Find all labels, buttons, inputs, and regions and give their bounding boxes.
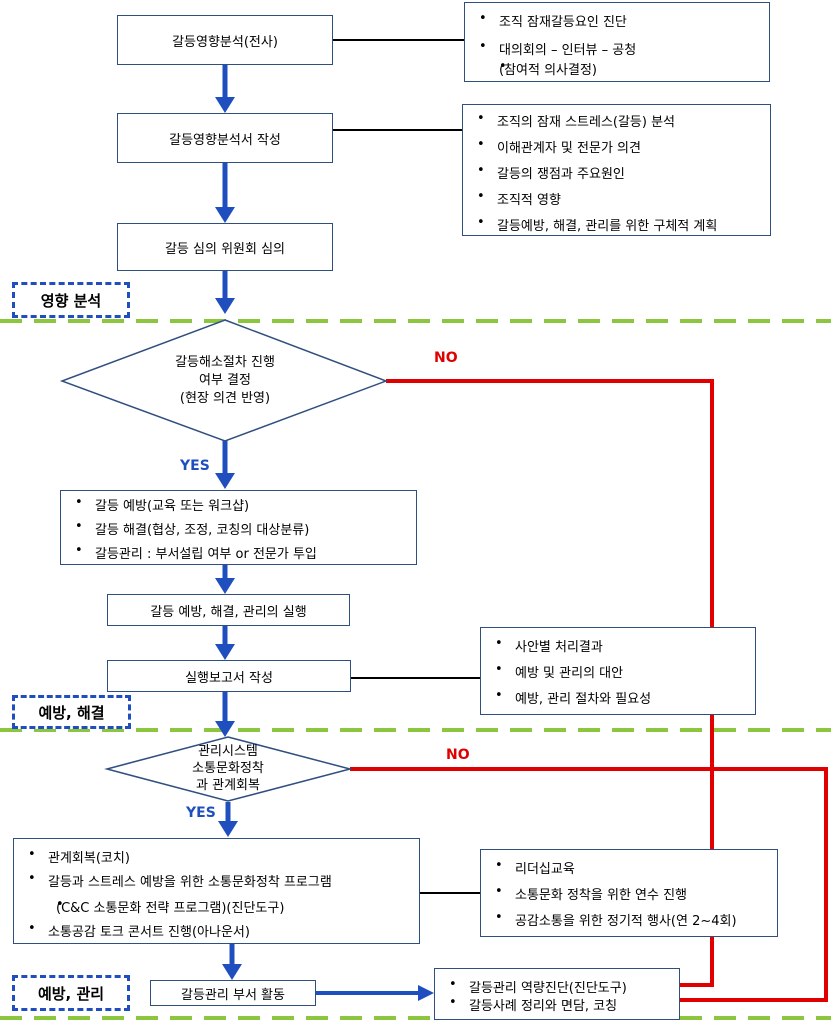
no-label-1: NO [434, 350, 458, 366]
decision-line: 과 관계회복 [196, 778, 260, 793]
list-item-cont: (참여적 의사결정) [499, 59, 597, 78]
list-recovery-programs: 관계회복(코치) 갈등과 스트레스 예방을 위한 소통문화정착 프로그램 (C&… [13, 838, 420, 944]
decision-diamond-1 [59, 319, 389, 442]
list-diagnosis: 조직 잠재갈등요인 진단 대의회의 – 인터뷰 – 공청 (참여적 의사결정) [464, 2, 770, 82]
list-item: 조직의 잠재 스트레스(갈등) 분석 [477, 111, 675, 130]
decision-text-2: 관리시스템 소통문화정착 과 관계회복 [148, 743, 308, 794]
decision-text-1: 갈등해소절차 진행 여부 결정 (현장 의견 반영) [125, 354, 325, 408]
list-actions: 갈등 예방(교육 또는 워크샵) 갈등 해결(협상, 조정, 코칭의 대상분류)… [60, 490, 417, 565]
process-label: 갈등 예방, 해결, 관리의 실행 [150, 604, 307, 620]
list-item: 대의회의 – 인터뷰 – 공청 [479, 39, 636, 58]
stage-label-impact-analysis: 영향 분석 [12, 282, 130, 318]
list-item: 갈등관리 : 부서설립 여부 or 전문가 투입 [75, 543, 317, 562]
list-item: 갈등관리 역량진단(진단도구) [449, 977, 627, 996]
decision-line: 여부 결정 [199, 373, 251, 388]
list-item: 조직적 영향 [477, 189, 561, 208]
list-item: 갈등 해결(협상, 조정, 코칭의 대상분류) [75, 519, 309, 538]
list-item: 예방 및 관리의 대안 [495, 662, 623, 681]
list-item: 조직 잠재갈등요인 진단 [479, 11, 627, 30]
list-item: 갈등예방, 해결, 관리를 위한 구체적 계획 [477, 215, 717, 234]
yes-label-1: YES [180, 458, 210, 474]
process-impact-report: 갈등영향분석서 작성 [117, 113, 333, 163]
list-item: 소통공감 토크 콘서트 진행(아나운서) [28, 921, 250, 940]
process-execution: 갈등 예방, 해결, 관리의 실행 [107, 594, 350, 626]
list-item: 관계회복(코치) [28, 847, 130, 866]
yes-label-2: YES [186, 805, 216, 821]
list-item: 이해관계자 및 전문가 의견 [477, 137, 641, 156]
list-item: 예방, 관리 절차와 필요성 [495, 688, 651, 707]
list-item-cont: (C&C 소통문화 전략 프로그램)(진단도구) [56, 897, 284, 916]
process-label: 갈등 심의 위원회 심의 [164, 241, 286, 257]
list-management-activities: 갈등관리 역량진단(진단도구) 갈등사례 정리와 면담, 코칭 [434, 968, 680, 1020]
list-item: 갈등과 스트레스 예방을 위한 소통문화정착 프로그램 [28, 871, 332, 890]
stage-label-prevention-resolution: 예방, 해결 [12, 695, 131, 729]
list-execution-results: 사안별 처리결과 예방 및 관리의 대안 예방, 관리 절차와 필요성 [480, 627, 756, 715]
list-culture-events: 리더십교육 소통문화 정착을 위한 연수 진행 공감소통을 위한 정기적 행사(… [480, 849, 778, 937]
list-item: 사안별 처리결과 [495, 636, 603, 655]
list-item: 갈등의 쟁점과 주요원인 [477, 163, 625, 182]
list-item: 공감소통을 위한 정기적 행사(연 2~4회) [495, 910, 737, 929]
decision-line: (현장 의견 반영) [179, 391, 271, 406]
process-execution-report: 실행보고서 작성 [107, 660, 351, 692]
list-item: 갈등 예방(교육 또는 워크샵) [75, 495, 249, 514]
process-label: 갈등영향분석서 작성 [169, 132, 281, 148]
process-committee-review: 갈등 심의 위원회 심의 [117, 223, 333, 271]
list-item: 갈등사례 정리와 면담, 코칭 [449, 995, 617, 1014]
process-conflict-impact-analysis: 갈등영향분석(전사) [117, 15, 333, 65]
process-dept-activity: 갈등관리 부서 활동 [150, 980, 316, 1006]
no-label-2: NO [446, 747, 470, 763]
decision-line: 갈등해소절차 진행 [175, 355, 275, 370]
stage-label-prevention-management: 예방, 관리 [12, 975, 130, 1011]
process-label: 갈등관리 부서 활동 [181, 987, 285, 1003]
decision-line: 소통문화정착 [192, 761, 264, 776]
list-item: 리더십교육 [495, 858, 575, 877]
list-item: 소통문화 정착을 위한 연수 진행 [495, 884, 687, 903]
decision-diamond-2 [104, 736, 353, 802]
process-label: 실행보고서 작성 [185, 670, 273, 686]
no-path-2 [350, 767, 828, 1002]
list-report-contents: 조직의 잠재 스트레스(갈등) 분석 이해관계자 및 전문가 의견 갈등의 쟁점… [462, 104, 771, 236]
process-label: 갈등영향분석(전사) [172, 34, 278, 50]
decision-line: 관리시스템 [198, 744, 258, 759]
